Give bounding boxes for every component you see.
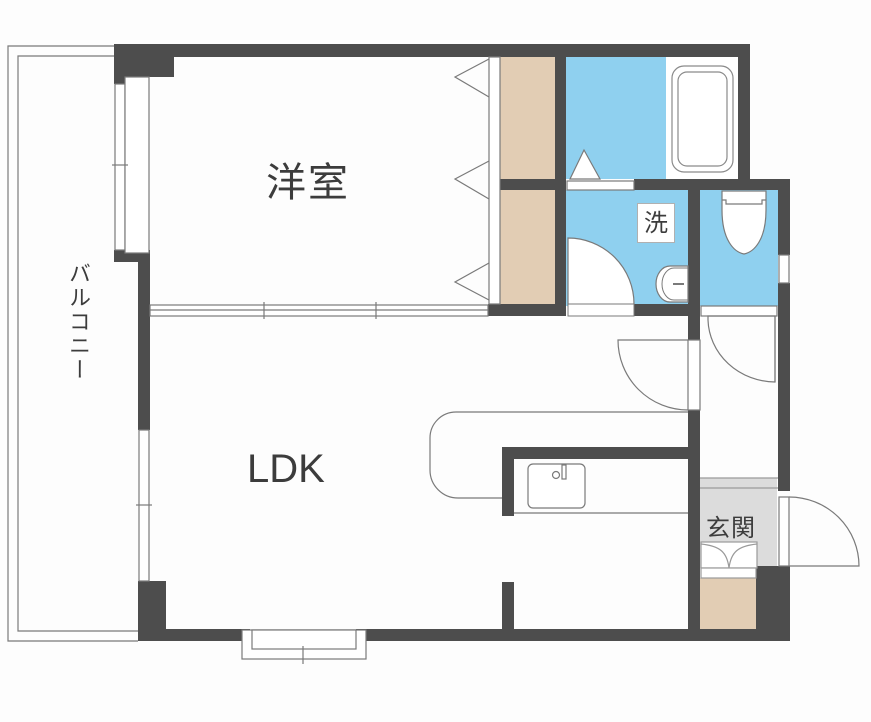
balcony: [7, 45, 138, 642]
kitchen-sink: [527, 463, 586, 509]
bathtub: [671, 65, 734, 173]
closet-upper: [500, 57, 555, 181]
closet-lower: [500, 190, 555, 304]
sliding-door-western-ldk[interactable]: [149, 302, 489, 319]
washroom-door-swing: [567, 237, 635, 307]
closet-doors[interactable]: [453, 56, 501, 305]
room-fills: [500, 57, 778, 631]
windows: [112, 76, 790, 664]
room-label-western: 洋室: [266, 160, 350, 206]
toilet-door[interactable]: [700, 305, 778, 383]
room-label-entrance: 玄関: [706, 514, 756, 542]
front-door[interactable]: [778, 496, 860, 567]
bathroom-door[interactable]: [566, 148, 635, 191]
room-label-washroom: 洗: [637, 203, 675, 243]
ldk-door[interactable]: [617, 339, 701, 411]
room-label-balcony: バルコニー: [65, 262, 90, 382]
shoe-storage: [700, 578, 758, 631]
walls: [114, 44, 790, 641]
room-label-ldk: LDK: [247, 447, 325, 491]
washroom-fixtures: [567, 237, 689, 317]
kitchen-counter: [429, 411, 688, 514]
entrance-fixtures: [700, 477, 778, 579]
toilet-fixture: [721, 190, 767, 255]
